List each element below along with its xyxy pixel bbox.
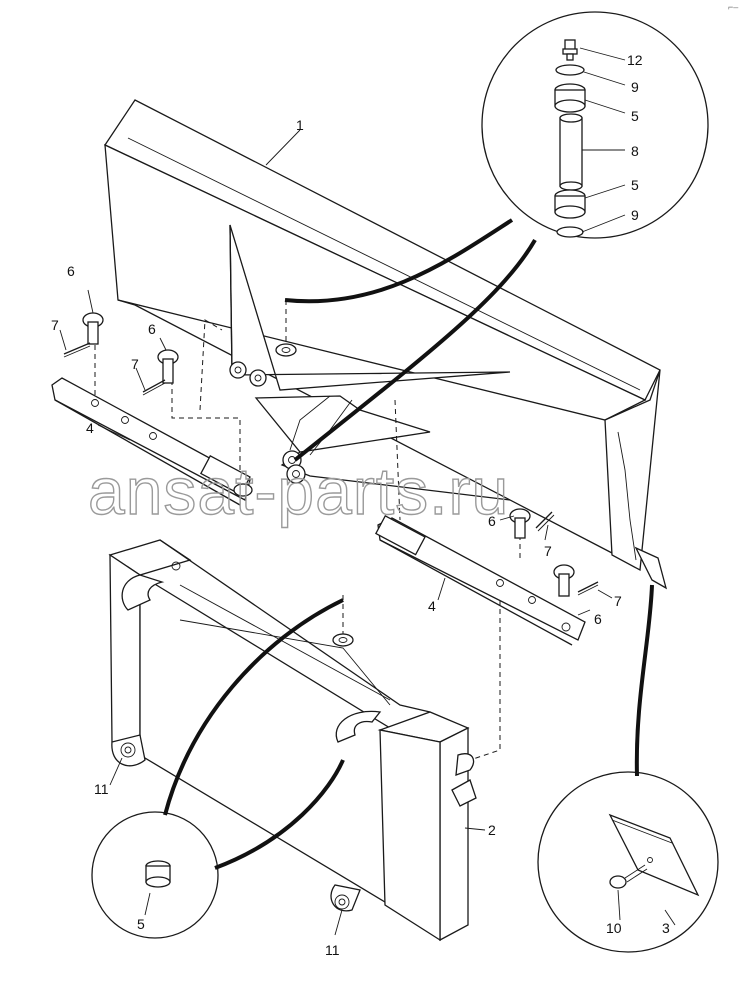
detail-lead-line-cutting-edge xyxy=(634,584,654,777)
cotter-pin-right-1 xyxy=(535,511,555,532)
callout-10: 10 xyxy=(606,920,622,936)
blade-mount-bracket xyxy=(229,224,511,501)
callout-2: 2 xyxy=(488,822,496,838)
callout-1: 1 xyxy=(296,117,304,133)
seal-ring-9-bottom xyxy=(556,226,584,238)
detail-lead-line-bushing-a xyxy=(163,598,344,816)
corner-mark: ⌐– xyxy=(728,2,738,12)
detail-circle-pin xyxy=(481,11,709,239)
callout-5-detail: 5 xyxy=(137,916,145,932)
callout-7-right-1: 7 xyxy=(544,543,552,559)
bushing-5-bottom xyxy=(554,189,586,219)
mounting-frame xyxy=(108,539,477,942)
pin-left-2 xyxy=(157,349,179,384)
callout-leaders xyxy=(59,47,676,936)
bushing-5-top xyxy=(554,83,586,113)
callout-4-right: 4 xyxy=(428,598,436,614)
cotter-pin-left-1 xyxy=(63,342,91,358)
pin-right-1 xyxy=(509,508,531,539)
callout-7-right-2: 7 xyxy=(614,593,622,609)
callout-8: 8 xyxy=(631,143,639,159)
link-arm-left xyxy=(51,319,253,506)
callout-4-left: 4 xyxy=(86,420,94,436)
cotter-pin-left-2 xyxy=(142,379,166,396)
dozer-blade xyxy=(104,99,668,590)
detail-circle-cutting-edge xyxy=(537,771,719,953)
callout-6-right-1: 6 xyxy=(488,513,496,529)
callout-11-bottom: 11 xyxy=(325,942,340,958)
link-arm-right xyxy=(375,399,586,761)
watermark-text: ansat-parts.ru xyxy=(88,454,509,528)
callout-7-left-2: 7 xyxy=(131,356,139,372)
seal-ring-9-top xyxy=(555,64,585,76)
cotter-pin-right-2 xyxy=(577,581,599,596)
callout-12: 12 xyxy=(627,52,643,68)
detail-circle-bushing xyxy=(91,811,219,939)
callout-7-left-1: 7 xyxy=(51,317,59,333)
callout-6-left-2: 6 xyxy=(148,321,156,337)
bolt-10 xyxy=(609,864,648,889)
pin-right-2 xyxy=(553,564,575,597)
detail-lead-line-pin-upper xyxy=(284,218,514,304)
callout-5-top: 5 xyxy=(631,108,639,124)
detail-lead-line-bushing-b xyxy=(214,759,345,870)
callout-9-top: 9 xyxy=(631,79,639,95)
callout-6-left-1: 6 xyxy=(67,263,75,279)
pin-left-1 xyxy=(82,312,104,345)
callout-11-left: 11 xyxy=(94,781,109,797)
callout-3: 3 xyxy=(662,920,670,936)
pivot-pin-8 xyxy=(559,113,583,191)
grease-fitting-12 xyxy=(562,39,578,61)
callout-6-right-2: 6 xyxy=(594,611,602,627)
detail-lead-line-pin-lower xyxy=(293,238,537,462)
callout-5-bottom: 5 xyxy=(631,177,639,193)
callout-9-bottom: 9 xyxy=(631,207,639,223)
